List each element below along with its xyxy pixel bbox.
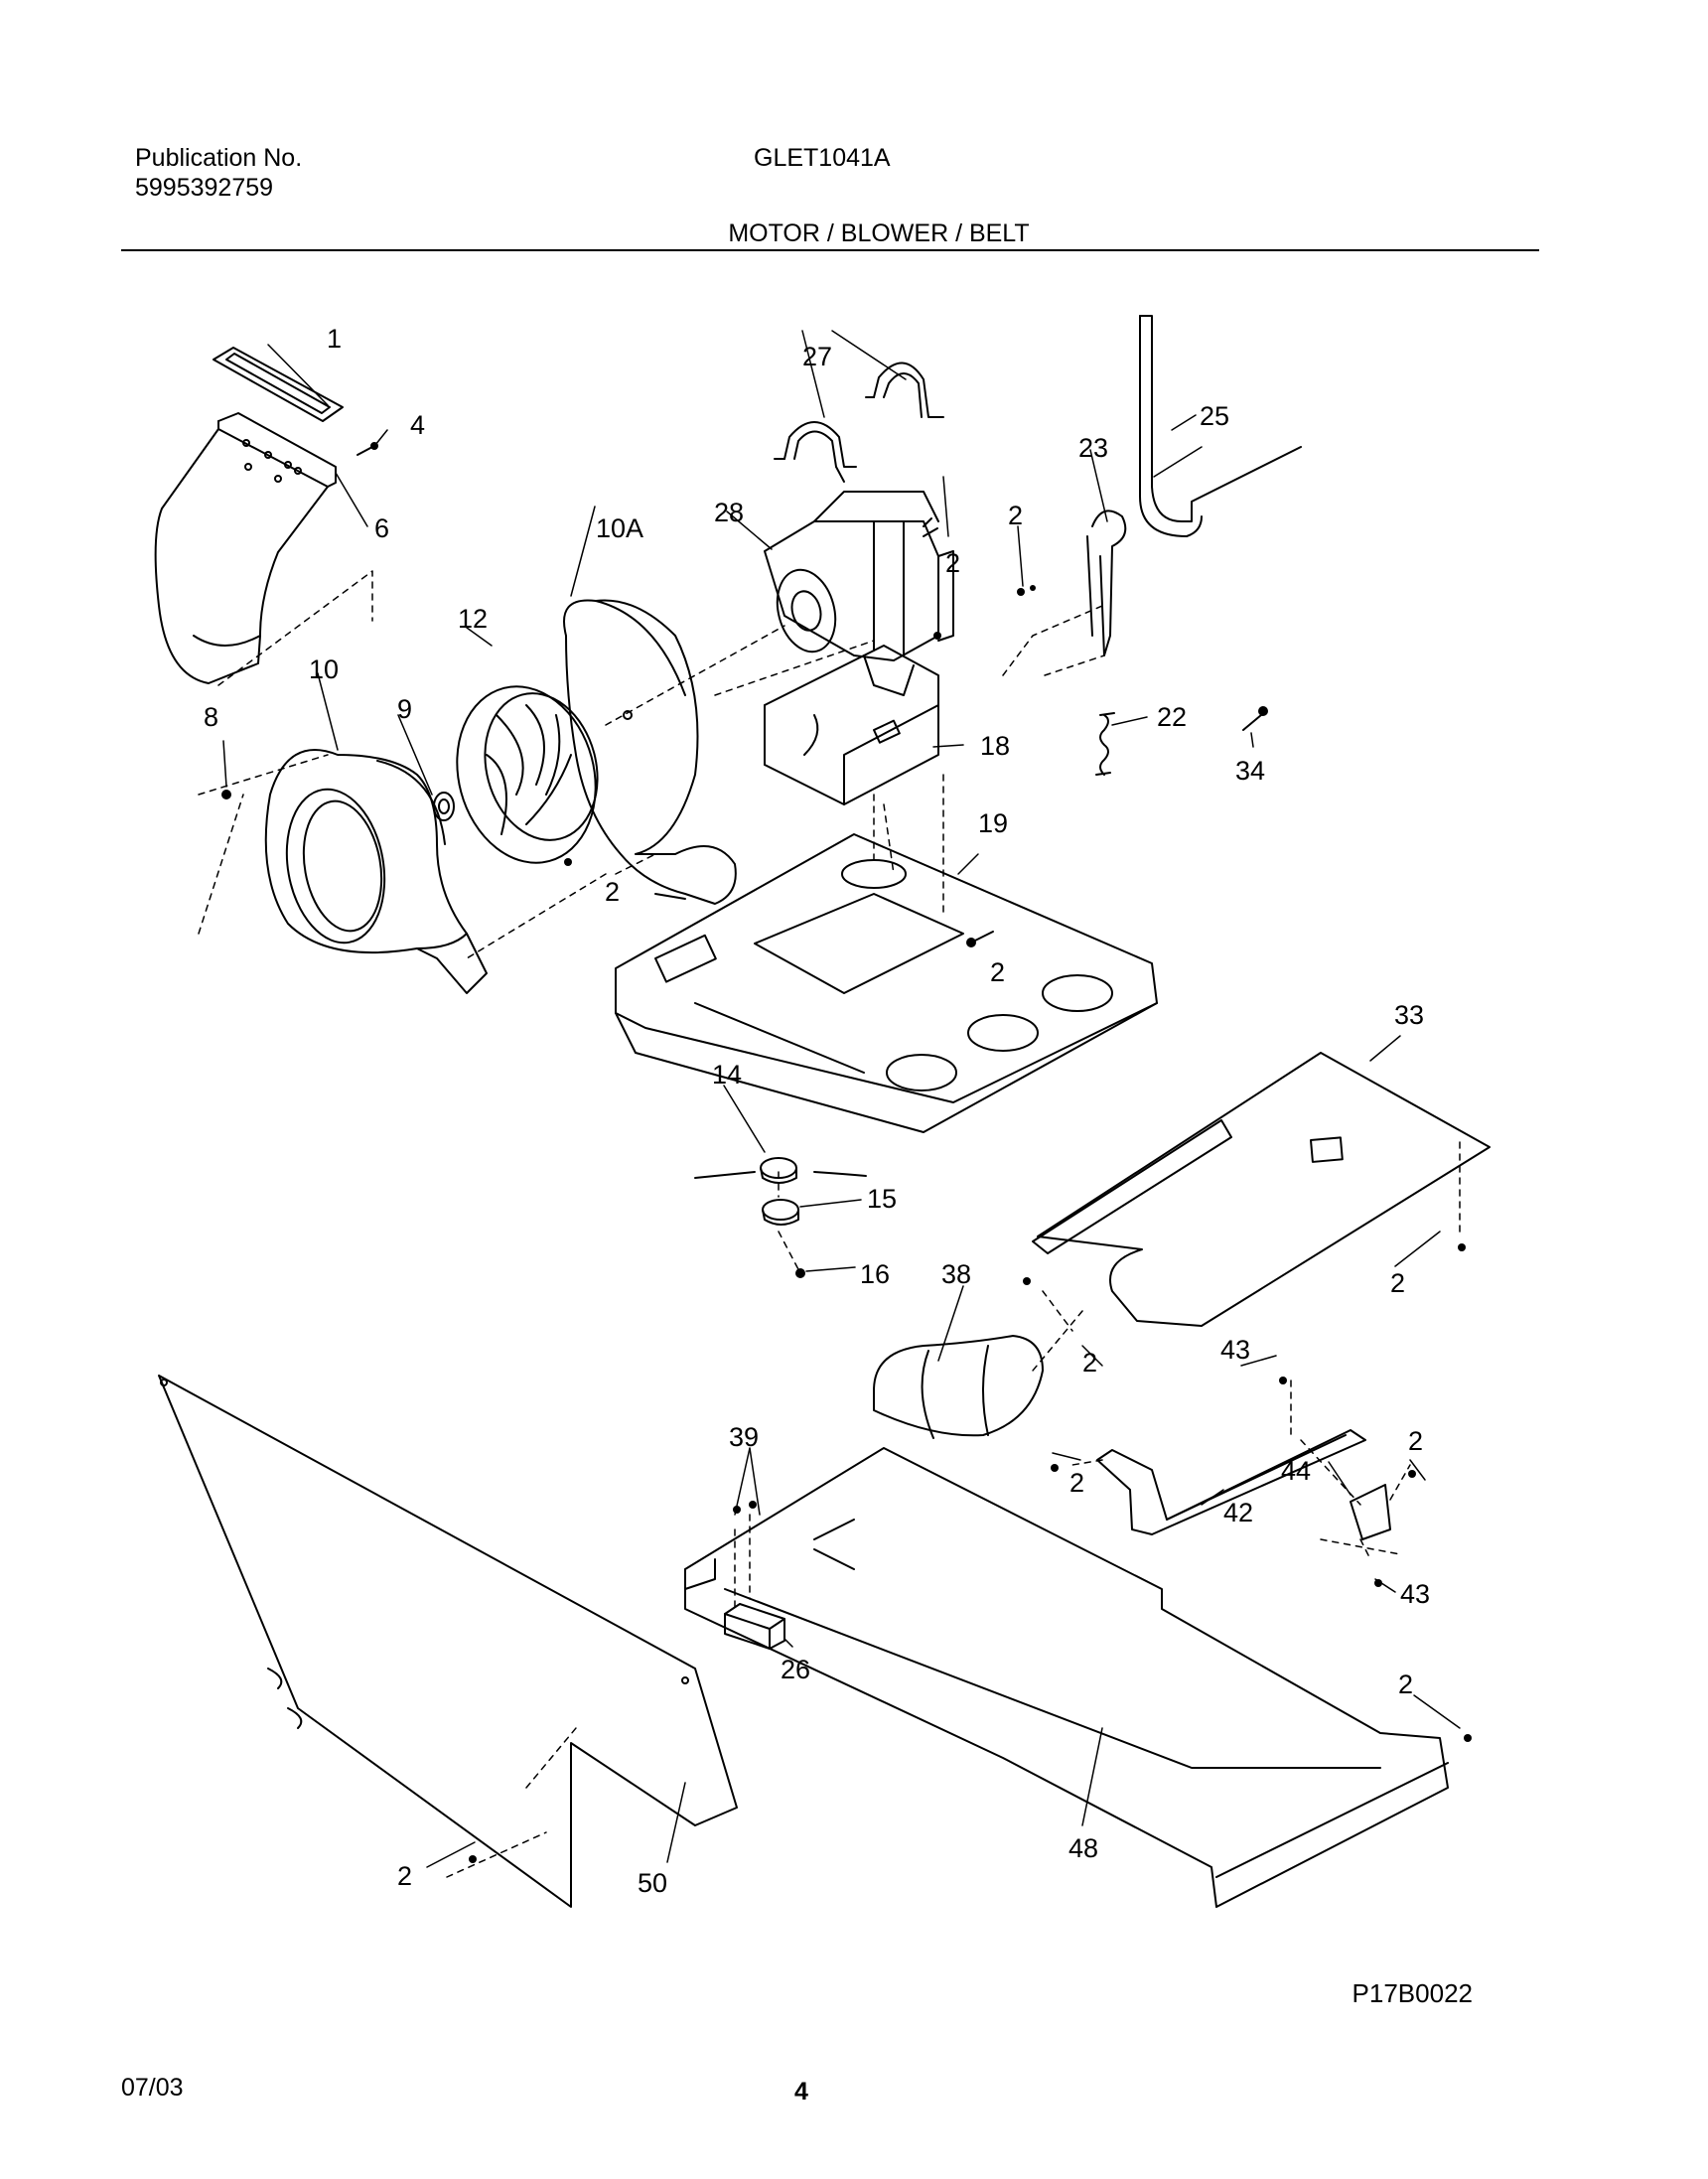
back-panel-part — [158, 1375, 738, 1908]
callout-1: 1 — [327, 324, 342, 354]
screw-16 — [795, 1268, 805, 1278]
callout-43-bottom: 43 — [1400, 1579, 1430, 1609]
callout-8: 8 — [204, 702, 218, 732]
callout-19: 19 — [978, 808, 1008, 838]
callout-28: 28 — [714, 498, 744, 527]
blower-wheel-part — [456, 685, 599, 864]
callout-2-rail: 2 — [1069, 1468, 1084, 1498]
section-title: MOTOR / BLOWER / BELT — [728, 219, 1030, 247]
callout-33: 33 — [1394, 1000, 1424, 1030]
callout-10a: 10A — [596, 513, 643, 543]
blower-housing-part — [264, 749, 488, 994]
screw-heads — [469, 585, 1472, 1863]
callout-18: 18 — [980, 731, 1010, 761]
base-plate-part — [615, 833, 1158, 1133]
seal-strip-part — [213, 347, 344, 422]
filter-block-part — [724, 1603, 785, 1650]
washer-part — [433, 792, 455, 821]
callout-2-blower: 2 — [605, 877, 620, 907]
page-number: 4 — [794, 2078, 808, 2106]
callout-2-base: 2 — [990, 957, 1005, 987]
screw-2-base — [966, 931, 994, 947]
callout-15: 15 — [867, 1184, 897, 1214]
screw-34 — [1242, 706, 1268, 731]
callout-2-base-right: 2 — [1398, 1670, 1413, 1699]
clip-bracket-part — [1350, 1484, 1391, 1540]
publication-date: 07/03 — [121, 2074, 184, 2102]
blower-duct-part — [154, 412, 337, 684]
cabinet-base-part — [684, 1447, 1449, 1908]
callout-6: 6 — [374, 513, 389, 543]
callout-23: 23 — [1078, 433, 1108, 463]
screw-4 — [356, 442, 378, 456]
publication-number: 5995392759 — [135, 174, 274, 202]
header-rule — [121, 249, 1539, 251]
callout-2-panel: 2 — [397, 1861, 412, 1891]
callout-27: 27 — [802, 342, 832, 371]
callout-2-clip: 2 — [1408, 1426, 1423, 1456]
callout-43-top: 43 — [1220, 1335, 1250, 1365]
callout-2-duct: 2 — [1082, 1348, 1097, 1378]
callout-26: 26 — [781, 1655, 810, 1684]
idler-spring-part — [1095, 712, 1115, 776]
support-rail-part — [1096, 1429, 1366, 1535]
heater-shield-part — [1032, 1052, 1491, 1327]
sensor-15-part — [762, 1199, 799, 1226]
blower-back-housing-part — [563, 599, 737, 905]
callout-34: 34 — [1235, 756, 1265, 786]
drawing-code: P17B0022 — [1352, 1978, 1473, 2008]
callout-38: 38 — [941, 1259, 971, 1289]
callout-2-bracket: 2 — [945, 548, 960, 578]
callout-14: 14 — [712, 1060, 742, 1090]
callout-2-motor: 2 — [1008, 501, 1023, 530]
callout-4: 4 — [410, 410, 425, 440]
idler-arm-part — [1086, 509, 1127, 656]
callout-25: 25 — [1200, 401, 1229, 431]
screw-8 — [221, 790, 231, 799]
publication-label: Publication No. — [135, 144, 303, 172]
exhaust-duct-part — [873, 1335, 1044, 1439]
callout-2-shield: 2 — [1390, 1268, 1405, 1298]
drive-belt-part — [1139, 315, 1302, 537]
callout-42: 42 — [1223, 1498, 1253, 1527]
motor-clamps-part — [774, 362, 944, 483]
callout-10: 10 — [309, 654, 339, 684]
switch-14-part — [694, 1157, 867, 1184]
callout-39: 39 — [729, 1422, 759, 1452]
callout-22: 22 — [1157, 702, 1187, 732]
drive-motor-part — [764, 491, 954, 661]
callout-48: 48 — [1068, 1833, 1098, 1863]
motor-bracket-part — [764, 645, 939, 805]
callout-16: 16 — [860, 1259, 890, 1289]
callout-44: 44 — [1281, 1456, 1311, 1486]
callout-12: 12 — [458, 604, 488, 634]
callout-50: 50 — [638, 1868, 667, 1898]
callout-9: 9 — [397, 694, 412, 724]
callout-labels: 1 4 6 27 25 23 28 10A 2 2 12 10 9 8 18 2… — [204, 324, 1430, 1898]
model-number: GLET1041A — [754, 144, 891, 172]
